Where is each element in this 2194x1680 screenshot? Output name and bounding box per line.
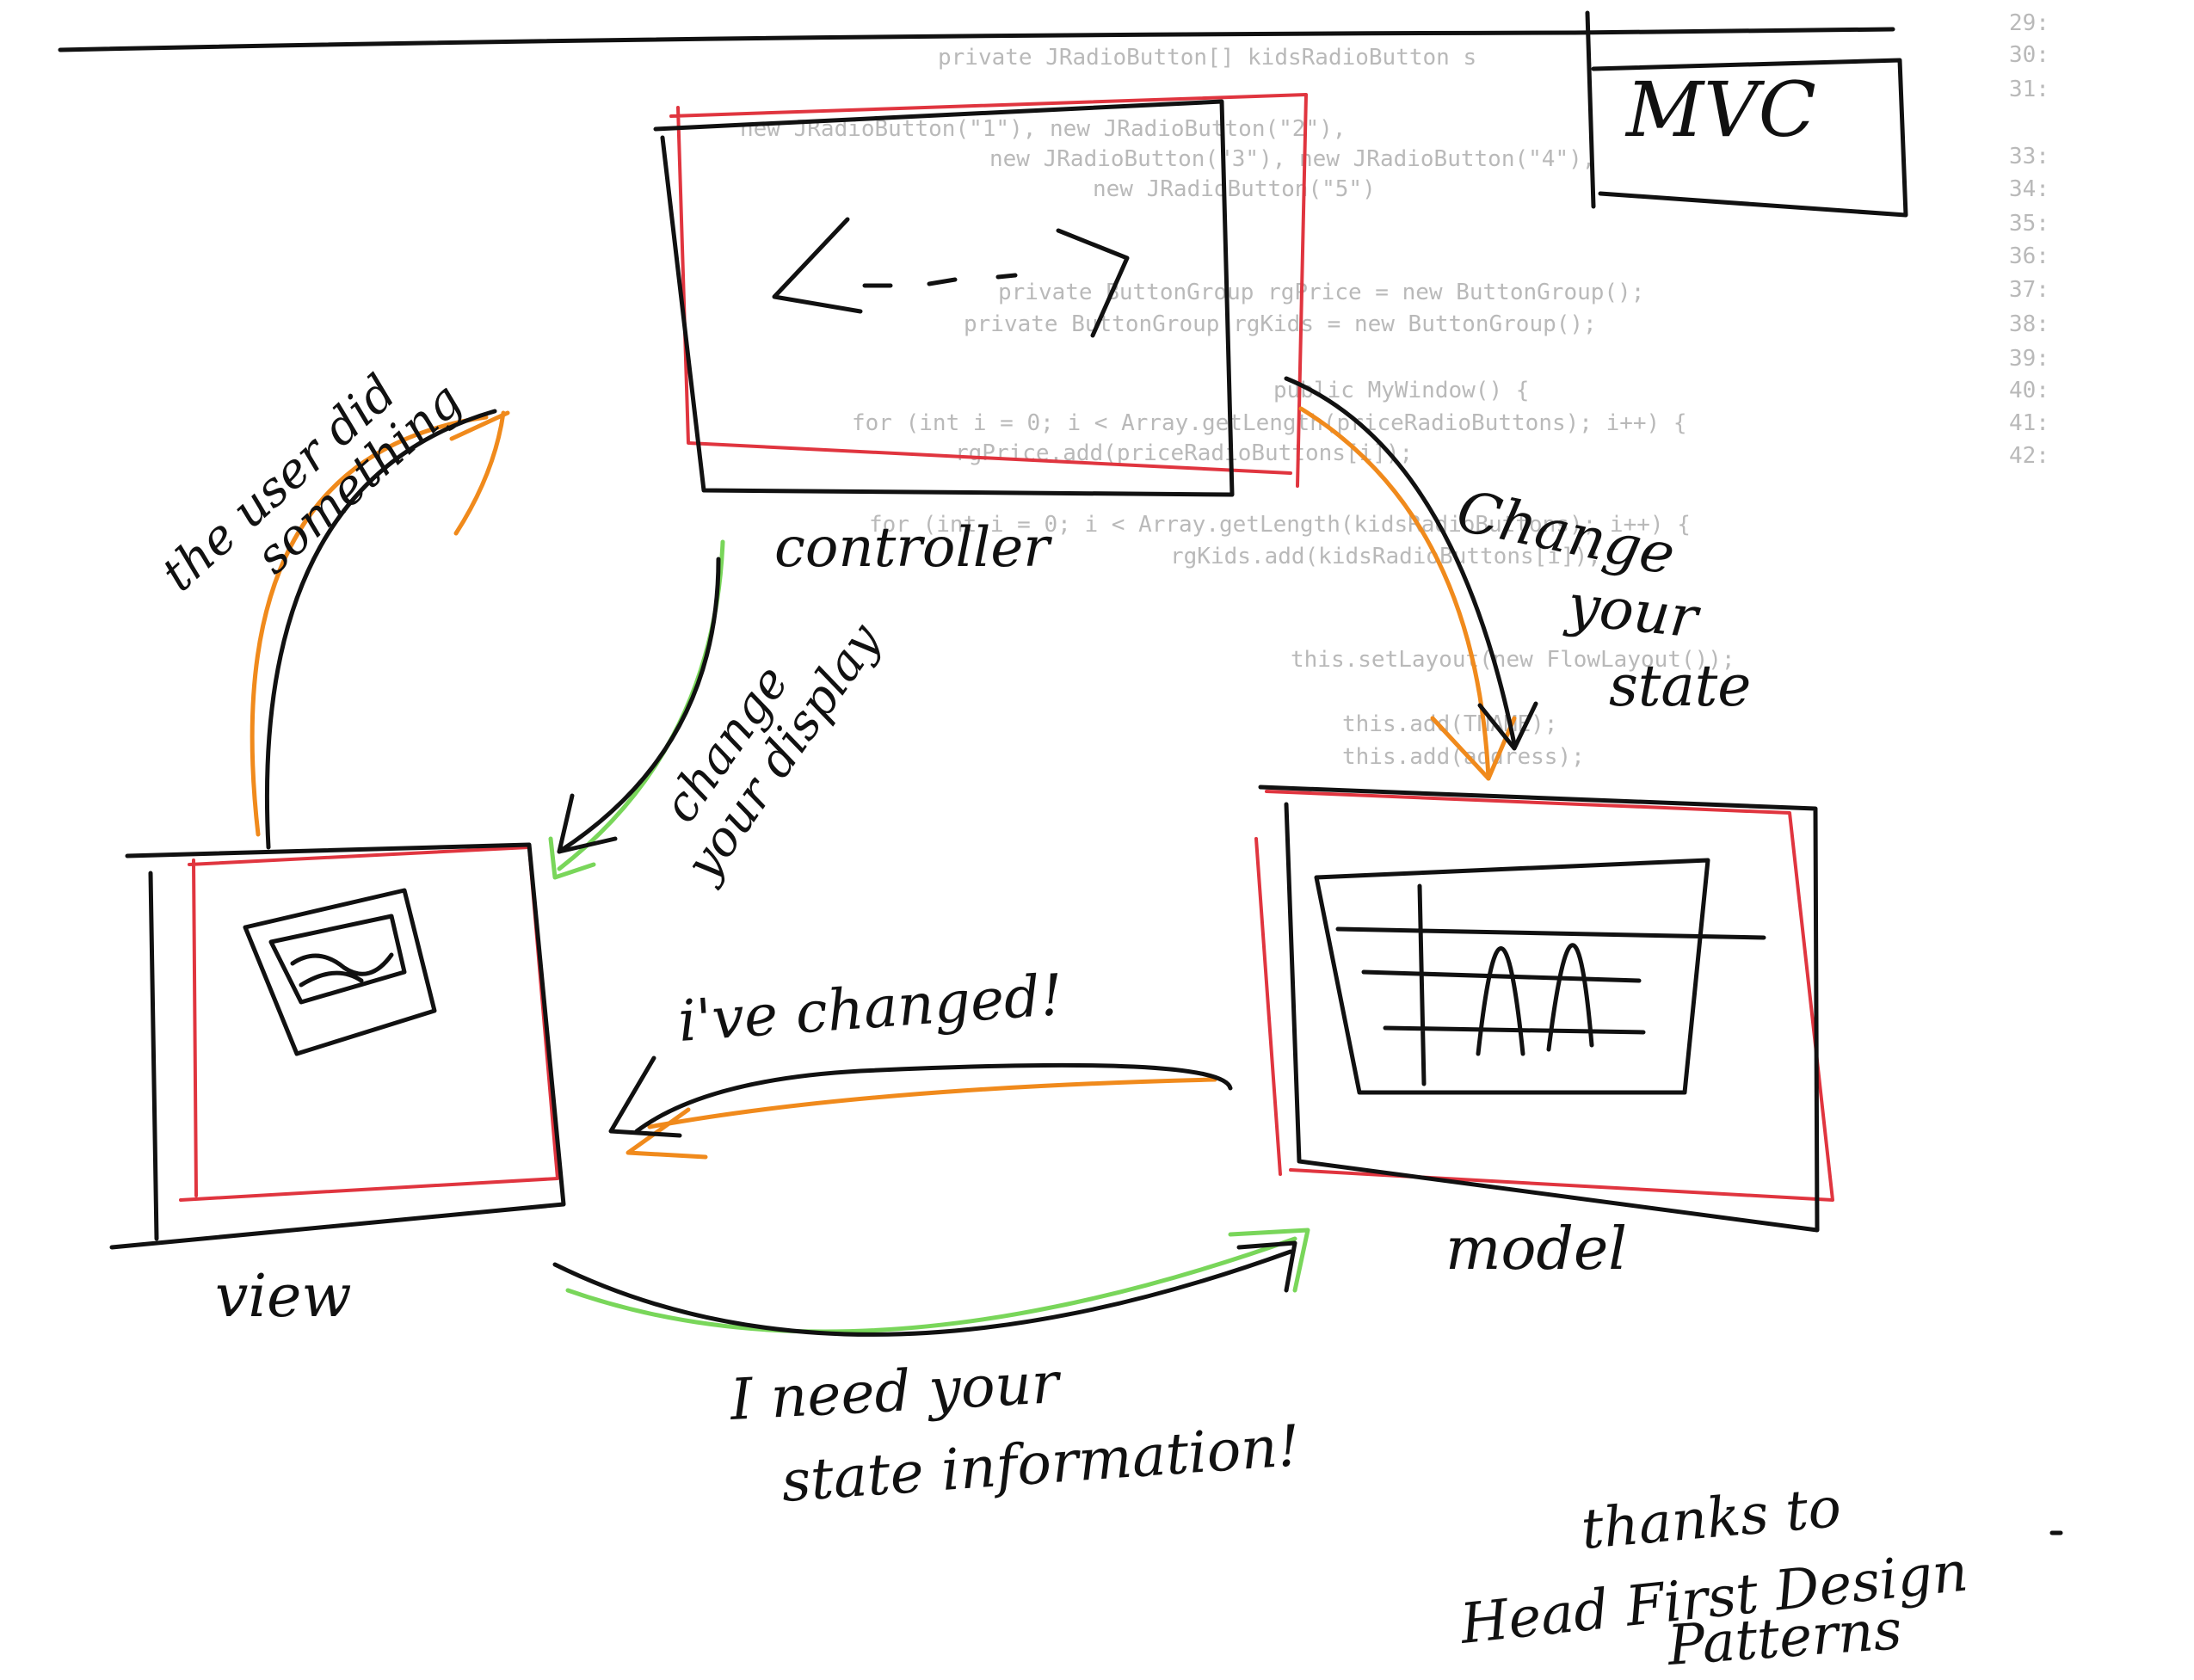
- ghost-line-number: 36:: [2009, 243, 2049, 269]
- view-screen-wave: [268, 914, 407, 1005]
- label-need-state-info-line2: state information!: [780, 1412, 1303, 1515]
- ghost-code-line: rgPrice.add(priceRadioButtons[i]);: [955, 440, 1413, 466]
- ghost-line-number: 33:: [2009, 144, 2049, 169]
- edge-user-did-something-ink: [264, 409, 497, 850]
- ghost-code-line: for (int i = 0; i < Array.getLength(kids…: [869, 512, 1691, 538]
- edge-user-did-something-curve: [250, 415, 489, 837]
- edge-change-your-display-head: [557, 793, 618, 854]
- ghost-code-line: private ButtonGroup rgKids = new ButtonG…: [964, 311, 1597, 337]
- ghost-code-line: this.add(address);: [1342, 744, 1585, 770]
- model-grid-chart: [1314, 858, 1766, 1095]
- ghost-code-line: private JRadioButton[] kidsRadioButton s: [938, 45, 1476, 71]
- label-change-your-state-line1: Change: [1451, 477, 1681, 588]
- model-node: model: [1254, 785, 1834, 1283]
- edge-user-did-something: the user did something: [151, 364, 510, 850]
- ghost-line-number: 29:: [2009, 10, 2049, 36]
- title-box-outline: [1585, 10, 1908, 218]
- edge-need-state-info-green-head: [1228, 1228, 1310, 1293]
- ghost-code-line: new JRadioButton("5"): [1093, 176, 1376, 202]
- edge-need-state-info-head: [1236, 1240, 1297, 1293]
- controller-label: controller: [774, 516, 1052, 580]
- ghost-line-number: 30:: [2009, 42, 2049, 68]
- view-screen-icon: [243, 888, 437, 1056]
- ghost-line-numbers: 29: 30: 31: 33: 34: 35: 36: 37: 38: 39: …: [2009, 10, 2049, 469]
- page-title: MVC: [1624, 65, 1816, 154]
- ghost-code-line: this.setLayout(new FlowLayout());: [1291, 647, 1735, 673]
- ghost-line-number: 41:: [2009, 410, 2049, 436]
- edge-change-your-state-ink: [1284, 376, 1517, 747]
- edge-change-your-display: change your display: [548, 539, 893, 893]
- controller-red-outline: [669, 93, 1308, 488]
- edge-need-state-info: I need your state information!: [552, 1228, 1310, 1515]
- ghost-line-number: 37:: [2009, 277, 2049, 303]
- top-rule: [58, 27, 1895, 52]
- ghost-line-number: 38:: [2009, 311, 2049, 337]
- controller-brackets: [772, 217, 1130, 338]
- credit-line1: thanks to: [1579, 1476, 1844, 1562]
- edge-change-your-display-ink: [557, 557, 721, 854]
- model-box: [1258, 785, 1820, 1233]
- ghost-code-line: new JRadioButton("3"), new JRadioButton(…: [989, 146, 1595, 172]
- edge-ive-changed-ink: [634, 1062, 1233, 1134]
- label-user-did-something: the user did something: [151, 364, 473, 602]
- view-node: view: [109, 842, 566, 1331]
- label-ive-changed: i've changed!: [676, 962, 1065, 1055]
- title-box: MVC: [1585, 10, 1908, 218]
- view-box: [109, 842, 566, 1250]
- label-change-your-state-line3: state: [1609, 653, 1751, 719]
- edge-ive-changed: i've changed!: [608, 962, 1233, 1160]
- ghost-line-number: 35:: [2009, 211, 2049, 237]
- ghost-code-line: private ButtonGroup rgPrice = new Button…: [998, 280, 1644, 305]
- ghost-line-number: 31:: [2009, 77, 2049, 102]
- label-change-your-state-line2: your: [1562, 571, 1704, 651]
- ghost-line-number: 42:: [2009, 443, 2049, 469]
- ghost-code-line: for (int i = 0; i < Array.getLength(pric…: [852, 410, 1687, 436]
- edge-user-did-something-head: [449, 410, 510, 536]
- ghost-line-number: 40:: [2009, 378, 2049, 403]
- model-label: model: [1445, 1215, 1627, 1283]
- edge-need-state-info-ink: [552, 1249, 1293, 1337]
- ghost-line-number: 39:: [2009, 346, 2049, 372]
- model-chart-line: [1476, 943, 1594, 1056]
- ghost-line-number: 34:: [2009, 176, 2049, 202]
- ghost-code-line: rgKids.add(kidsRadioButtons[i]);: [1170, 544, 1601, 569]
- view-label: view: [215, 1263, 352, 1331]
- edge-change-your-state-head: [1477, 701, 1538, 751]
- edge-ive-changed-head: [608, 1055, 682, 1138]
- edge-ive-changed-orange-head: [626, 1107, 708, 1160]
- credit-note: thanks to Head First Design Patterns: [1457, 1476, 2063, 1678]
- edge-change-your-display-green-head: [548, 836, 596, 880]
- edge-ive-changed-curve: [647, 1077, 1217, 1129]
- controller-node: controller: [653, 93, 1308, 580]
- model-red-outline: [1254, 790, 1834, 1202]
- edge-need-state-info-curve: [565, 1236, 1297, 1334]
- controller-box: [653, 99, 1235, 497]
- label-need-state-info-line1: I need your: [728, 1350, 1063, 1433]
- ghost-code: private JRadioButton[] kidsRadioButton s…: [740, 45, 1735, 770]
